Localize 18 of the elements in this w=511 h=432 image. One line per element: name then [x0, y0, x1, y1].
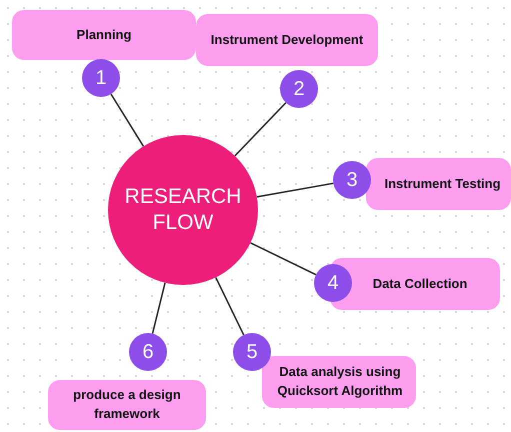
step-number-circle: 4: [314, 264, 352, 302]
connector-line: [256, 182, 334, 198]
step-box: Instrument Testing: [366, 158, 511, 210]
topic-circle: RESEARCH FLOW: [108, 135, 258, 285]
step-number-circle: 5: [233, 333, 271, 371]
connector-line: [234, 102, 286, 156]
step-box: Planning: [12, 10, 196, 60]
step-number-circle: 1: [82, 59, 120, 97]
connector-line: [152, 282, 166, 334]
connector-line: [250, 242, 316, 276]
connector-line: [215, 277, 244, 336]
step-number-circle: 3: [333, 161, 371, 199]
step-box: Data analysis using Quicksort Algorithm: [262, 356, 416, 408]
step-number-circle: 6: [129, 333, 167, 371]
step-box: Instrument Development: [196, 14, 378, 66]
step-box: produce a design framework: [48, 380, 206, 430]
step-number-circle: 2: [280, 70, 318, 108]
connector-line: [110, 94, 144, 147]
